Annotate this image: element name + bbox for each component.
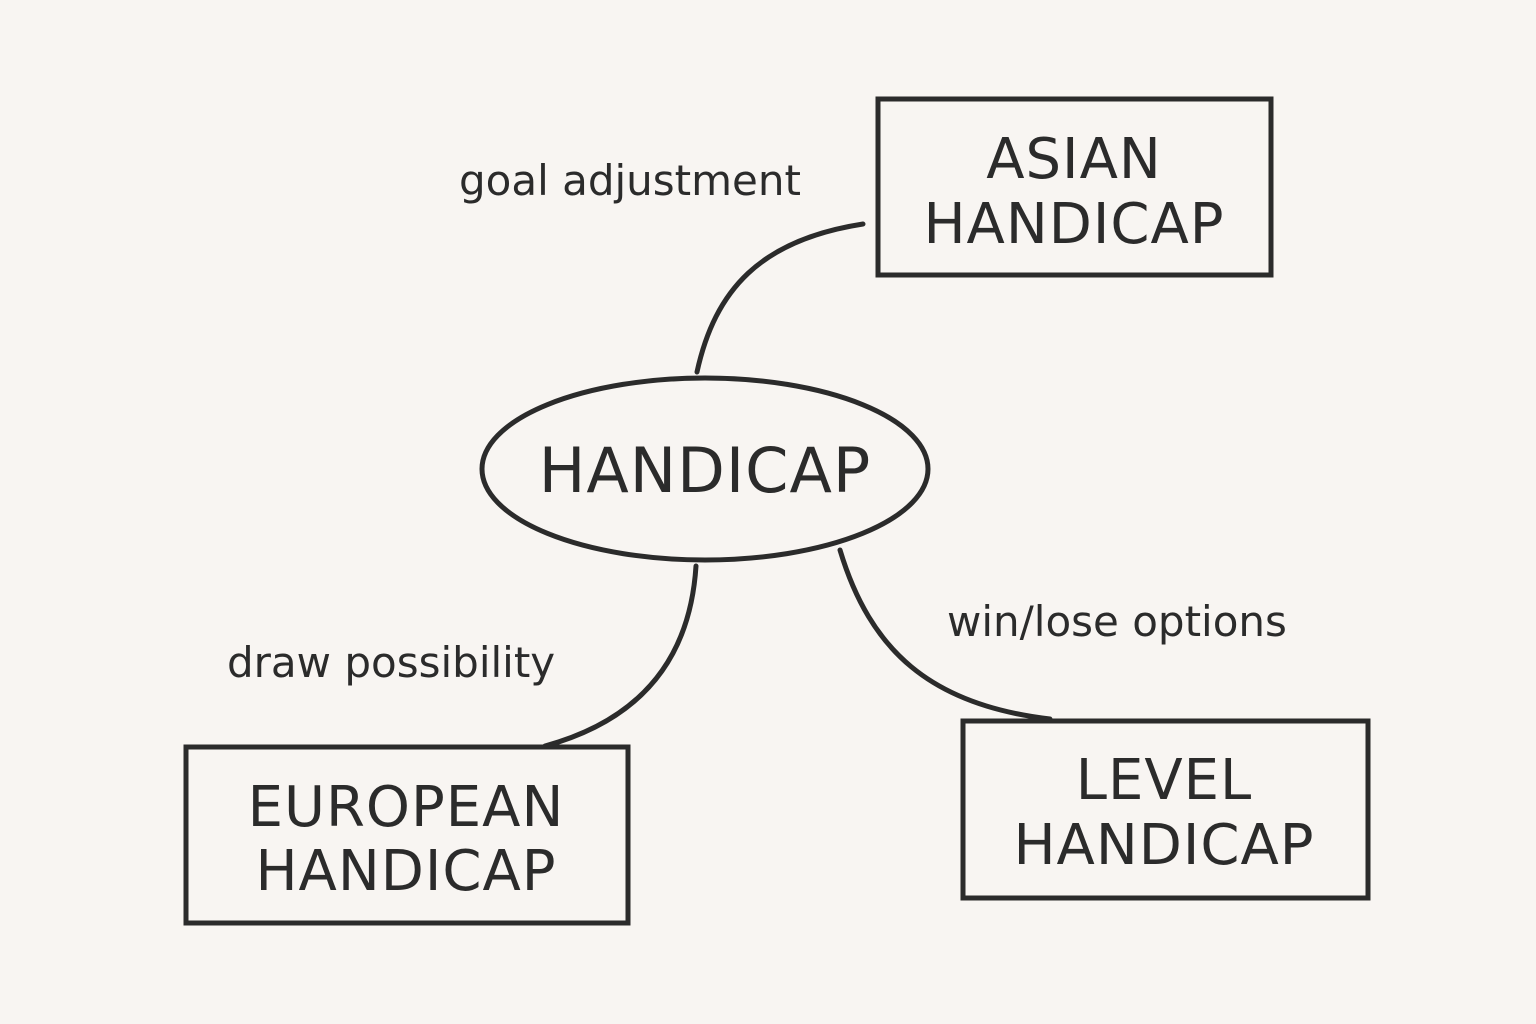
european-label-line2: HANDICAP	[255, 839, 556, 904]
asian-label-line1: ASIAN	[986, 127, 1162, 192]
level-label-line2: HANDICAP	[1013, 813, 1314, 878]
level-box	[960, 718, 1371, 901]
node-asian-handicap: ASIAN HANDICAP	[875, 96, 1274, 278]
asian-label-line2: HANDICAP	[923, 192, 1224, 257]
edge-label-goal-adjustment: goal adjustment	[459, 156, 801, 205]
center-label: HANDICAP	[539, 434, 872, 507]
node-european-handicap: EUROPEAN HANDICAP	[183, 744, 631, 926]
node-level-handicap: LEVEL HANDICAP	[960, 718, 1371, 901]
level-label-line1: LEVEL	[1076, 748, 1252, 813]
connector-level	[837, 547, 1053, 722]
center-node: HANDICAP	[479, 375, 931, 563]
european-box	[183, 744, 631, 926]
european-label-line1: EUROPEAN	[248, 775, 565, 840]
center-ellipse	[479, 375, 931, 563]
edge-label-win-lose-options: win/lose options	[947, 597, 1287, 646]
edge-label-draw-possibility: draw possibility	[227, 638, 555, 687]
connector-asian	[694, 221, 866, 375]
connector-european	[542, 563, 699, 749]
asian-box	[875, 96, 1274, 278]
